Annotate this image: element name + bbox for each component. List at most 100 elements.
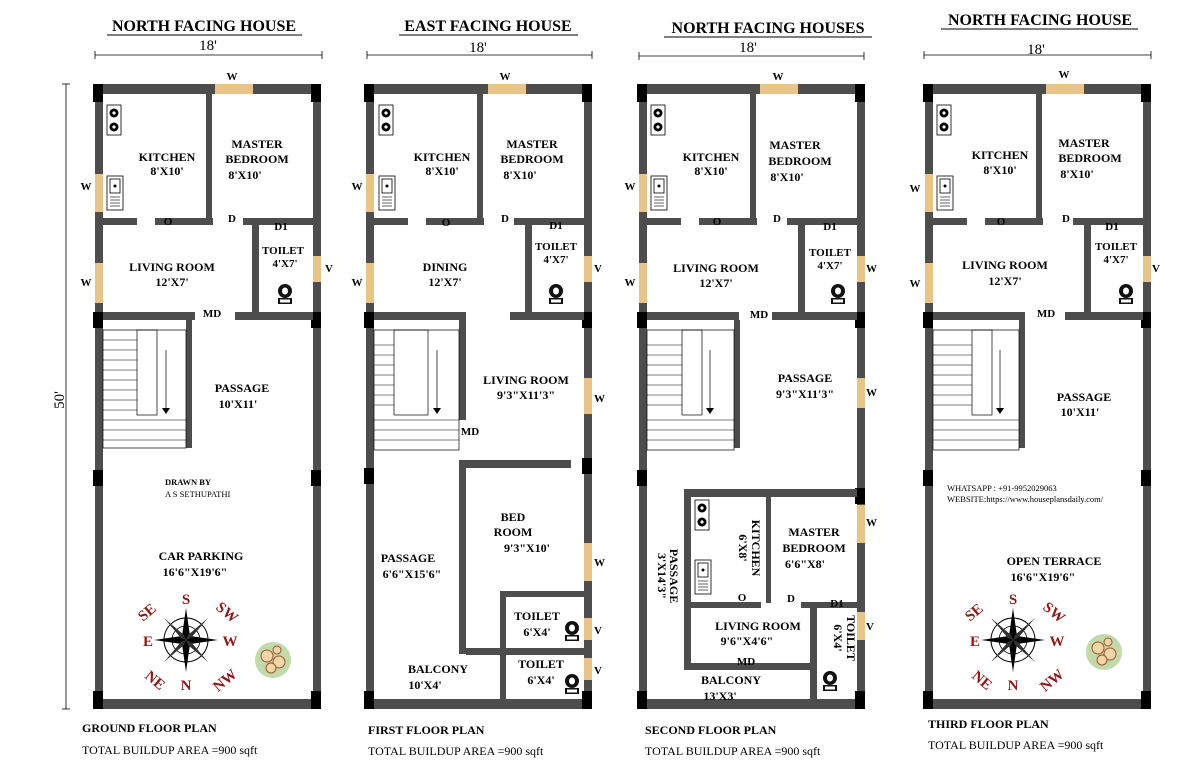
compass-label: NW <box>210 667 240 696</box>
window-marker: W <box>625 277 636 289</box>
room-label: LIVING ROOM <box>715 619 801 633</box>
toilet-icon <box>278 284 292 304</box>
room-label: LIVING ROOM <box>962 258 1048 272</box>
stove-icon <box>694 499 710 531</box>
room-label: TOILET <box>844 615 858 661</box>
compass-label: SW <box>1039 599 1067 626</box>
room-size: 6'X4' <box>523 625 550 639</box>
vent-marker: V <box>594 263 602 275</box>
window-marker: W <box>1059 69 1070 81</box>
toilet-icon <box>831 284 845 304</box>
room-label: LIVING ROOM <box>129 260 215 274</box>
room-label: BALCONY <box>408 662 468 676</box>
toilet-icon <box>1119 284 1133 304</box>
toilet-icon <box>565 621 579 641</box>
contact-website: WEBSITE:https://www.houseplansdaily.com/ <box>947 494 1104 504</box>
room-size: 4'X7' <box>272 258 297 270</box>
room-size: 9'3"X10' <box>504 541 550 555</box>
opening-marker: O <box>738 592 747 604</box>
window-marker: W <box>910 183 921 195</box>
door-marker: D <box>787 593 795 605</box>
staircase-icon <box>102 329 187 449</box>
room-size: 6'X4' <box>527 673 554 687</box>
toilet-icon <box>565 674 579 694</box>
room-label: BEDROOM <box>1058 151 1121 165</box>
room-label: OPEN TERRACE <box>1007 554 1102 568</box>
compass-label: W <box>223 634 238 650</box>
room-size: 9'3"X11'3" <box>497 388 555 402</box>
room-label: MASTER <box>769 138 821 152</box>
opening-marker: O <box>997 216 1006 228</box>
compass-label: E <box>143 634 153 650</box>
room-size: 3'X14'3" <box>655 553 669 599</box>
compass-rose-icon: S N E W SE SW NE NW <box>962 592 1067 695</box>
room-size: 4'X7' <box>543 254 568 266</box>
room-label: PASSAGE <box>1057 390 1111 404</box>
plan-panel-1: NORTH FACING HOUSE 18' 50' <box>52 18 333 757</box>
plan-heading: NORTH FACING HOUSE <box>948 12 1132 29</box>
credit-name: A S SETHUPATHI <box>165 489 231 499</box>
room-size: 6'X4' <box>831 624 845 651</box>
room-size: 8'X10' <box>770 170 803 184</box>
room-label: MASTER <box>788 525 840 539</box>
vent-marker: V <box>594 665 602 677</box>
sink-icon <box>936 175 954 211</box>
room-label: TOILET <box>809 247 852 259</box>
compass-rose-icon: S N E W SE SW NE NW <box>135 592 240 695</box>
contact-whatsapp: WHATSAPP : +91-9952029063 <box>947 483 1057 493</box>
plan-panel-4: NORTH FACING HOUSE 18' <box>910 12 1161 752</box>
sink-icon <box>106 175 124 211</box>
room-label: TOILET <box>535 241 578 253</box>
room-size: 4'X7' <box>817 260 842 272</box>
room-size: 10'X11' <box>1061 405 1100 419</box>
compass-label: W <box>1050 634 1065 650</box>
room-label: MASTER <box>231 137 283 151</box>
opening-marker: O <box>713 216 722 228</box>
room-label: BED <box>501 510 526 524</box>
floor-area: TOTAL BUILDUP AREA =900 sqft <box>645 744 821 758</box>
window-marker: W <box>866 517 877 529</box>
width-dimension: 18' <box>469 40 487 56</box>
main-door-marker: MD <box>737 656 755 668</box>
plant-icon <box>255 642 291 678</box>
room-size: 10'X4' <box>408 678 441 692</box>
room-size: 8'X10' <box>694 164 727 178</box>
compass-label: SE <box>135 601 159 625</box>
plan-panel-2: EAST FACING HOUSE 18' <box>352 18 606 758</box>
room-label: TOILET <box>1095 241 1138 253</box>
window-marker: W <box>910 278 921 290</box>
room-label: PASSAGE <box>215 381 269 395</box>
compass-label: SE <box>962 601 986 625</box>
plan-heading: NORTH FACING HOUSES <box>672 20 865 37</box>
room-label: KITCHEN <box>139 150 196 164</box>
toilet-icon <box>823 671 837 691</box>
room-size: 8'X10' <box>983 163 1016 177</box>
window-marker: W <box>500 71 511 83</box>
room-size: 6'X8' <box>736 534 750 561</box>
staircase-icon <box>932 329 1020 451</box>
width-dimension: 18' <box>1027 42 1045 58</box>
room-label: MASTER <box>506 137 558 151</box>
main-door-marker: MD <box>750 309 768 321</box>
opening-marker: O <box>442 217 451 229</box>
plan-panel-3: NORTH FACING HOUSES 18' <box>625 20 878 758</box>
room-size: 8'X10' <box>425 164 458 178</box>
door-marker: D1 <box>274 221 287 233</box>
vent-marker: V <box>866 621 874 633</box>
door-marker: D1 <box>823 221 836 233</box>
stove-icon <box>106 104 122 136</box>
compass-label: E <box>970 634 980 650</box>
room-label: BALCONY <box>701 673 761 687</box>
room-label: LIVING ROOM <box>483 373 569 387</box>
width-dimension: 18' <box>739 40 757 56</box>
room-label: DINING <box>423 260 468 274</box>
window-marker: W <box>866 387 877 399</box>
main-door-marker: MD <box>1037 308 1055 320</box>
room-label: TOILET <box>518 657 564 671</box>
staircase-icon <box>646 329 735 451</box>
room-size: 6'6"X8' <box>785 557 825 571</box>
door-marker: D <box>501 213 509 225</box>
sink-icon <box>694 559 712 595</box>
stove-icon <box>936 104 952 136</box>
